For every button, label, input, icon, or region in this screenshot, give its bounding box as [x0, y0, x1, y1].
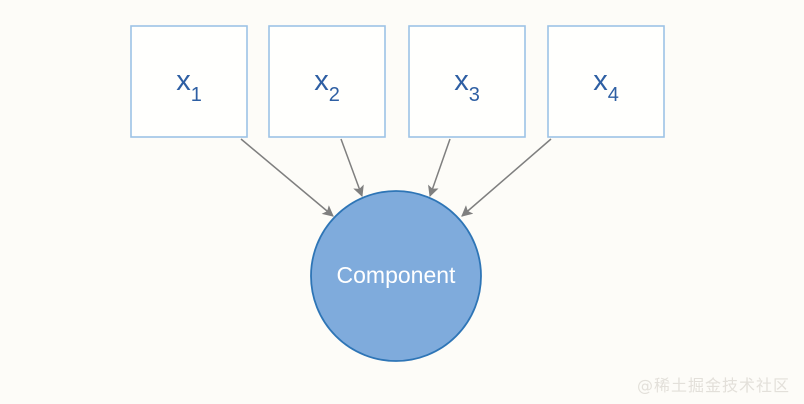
indicator-label-subscript: 1: [191, 84, 202, 106]
indicator-label: x1: [176, 65, 202, 106]
indicator-label-subscript: 2: [329, 84, 340, 106]
indicator-box-x3[interactable]: x3: [408, 25, 526, 138]
edge-x3-to-component: [428, 138, 451, 198]
indicator-box-rect: [408, 25, 526, 138]
indicator-box-rect: [268, 25, 386, 138]
indicator-box-x2[interactable]: x2: [268, 25, 386, 138]
edge-x4-to-component: [461, 138, 552, 217]
indicator-label: x3: [454, 65, 480, 106]
edges-group: [240, 138, 552, 217]
indicator-label-base: x: [176, 65, 191, 97]
indicator-label-subscript: 4: [608, 84, 619, 106]
component-label: Component: [337, 262, 457, 288]
edge-x1-to-component: [240, 138, 334, 217]
indicator-label: x2: [314, 65, 340, 106]
component-node[interactable]: Component: [310, 190, 482, 362]
indicator-label-subscript: 3: [469, 84, 480, 106]
indicator-label-base: x: [314, 65, 329, 97]
indicator-label-base: x: [593, 65, 608, 97]
component-circle: [310, 190, 482, 362]
indicator-label-base: x: [454, 65, 469, 97]
indicator-box-rect: [547, 25, 665, 138]
indicator-box-x1[interactable]: x1: [130, 25, 248, 138]
indicator-box-x4[interactable]: x4: [547, 25, 665, 138]
watermark: @稀土掘金技术社区: [636, 376, 790, 395]
indicator-label: x4: [593, 65, 619, 106]
edge-x2-to-component: [340, 138, 364, 198]
indicator-box-rect: [130, 25, 248, 138]
